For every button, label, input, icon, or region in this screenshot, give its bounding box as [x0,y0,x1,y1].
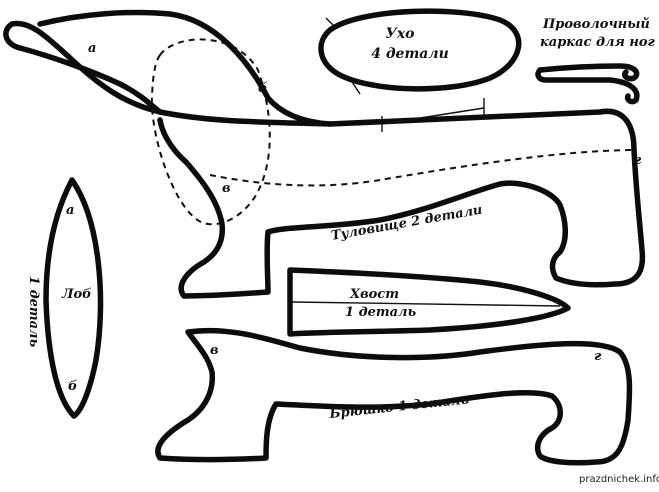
mark-a-forehead: а [66,203,74,218]
tail-center-line [291,301,561,307]
belly-seam-dashed [209,149,637,187]
head-outline [3,21,123,87]
mark-v-belly: в [210,343,219,358]
back-seam [381,107,485,125]
ear-count: 4 детали [371,46,449,62]
tail-count: 1 деталь [345,305,417,320]
ear-notch-1 [325,17,337,29]
belly-label: Брюшко 1 деталь [328,392,470,422]
belly-piece-outline [155,327,633,466]
forehead-count: 1 деталь [26,276,41,348]
ear-piece-outline [318,8,522,92]
mark-g-body: г [634,153,642,168]
head-back-outline [117,81,163,115]
wire-frame-shape [537,63,640,82]
ear-title: Ухо [385,26,414,42]
mark-v-body: в [222,181,231,196]
forehead-label: Лоб [61,287,92,302]
wire-frame-shape-2 [535,67,640,105]
back-line [37,9,333,127]
forehead-piece-outline [43,177,104,419]
wire-frame-label-2: каркас для ног [540,35,656,50]
ear-placement-dashed [150,38,271,226]
mark-b-body: б [258,81,268,96]
ear-notch-2 [351,81,361,95]
tail-title: Хвост [349,287,399,302]
wire-frame-label-1: Проволочный [542,17,650,32]
mark-g-belly: г [594,349,602,364]
body-piece-outline [9,20,646,299]
mark-a-body: а [88,41,96,56]
tail-piece-outline [287,267,571,337]
watermark: prazdnichek.info [579,474,659,485]
mark-b-forehead: б [68,379,78,394]
